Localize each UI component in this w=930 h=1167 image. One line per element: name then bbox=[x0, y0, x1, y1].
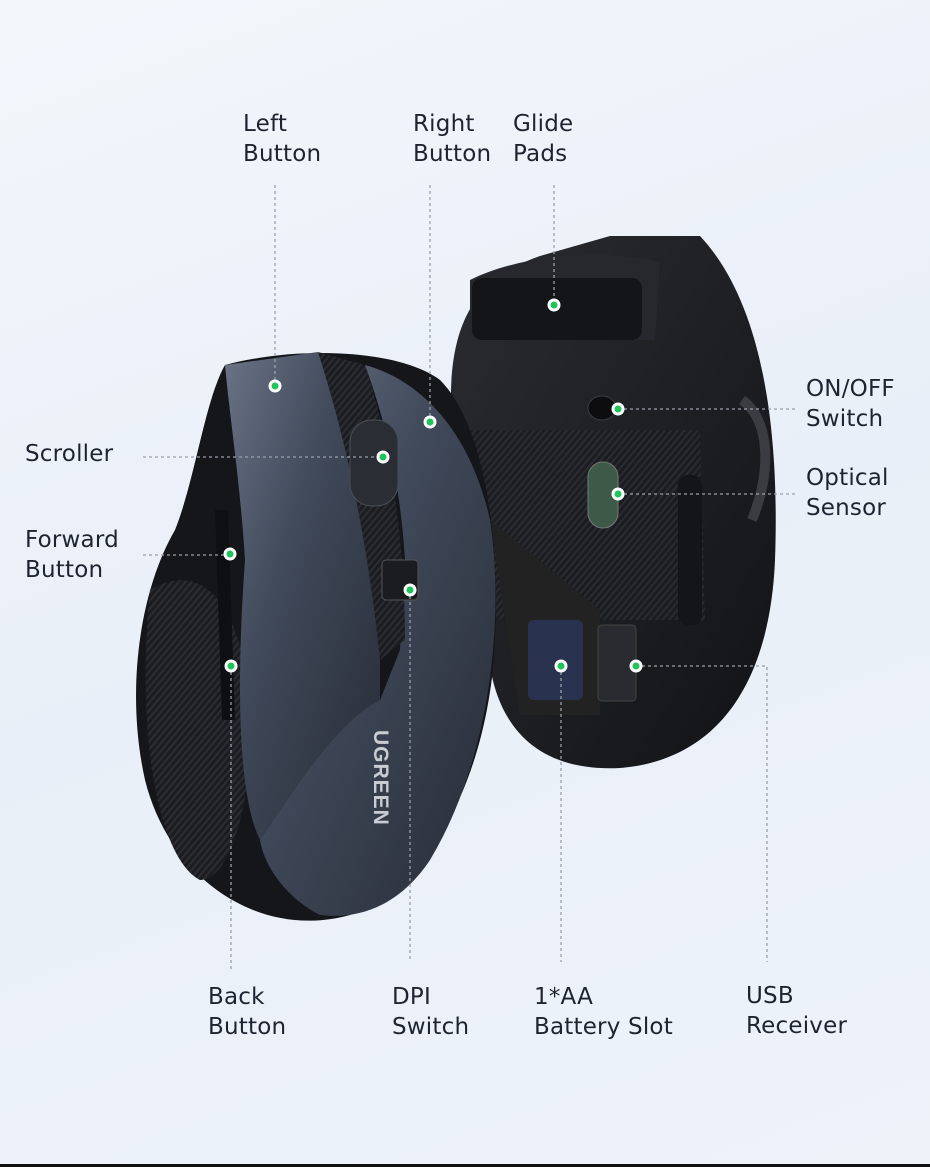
callout-dot-forward-button bbox=[223, 547, 237, 561]
callout-dot-battery-slot bbox=[554, 659, 568, 673]
brand-logo: UGREEN bbox=[369, 730, 392, 826]
callout-dot-right-button bbox=[423, 415, 437, 429]
mouse-top-view: UGREEN bbox=[136, 352, 496, 921]
label-right-button: Right Button bbox=[413, 111, 492, 167]
label-optical-sensor: Optical Sensor bbox=[806, 465, 889, 521]
bottom-border bbox=[0, 1164, 930, 1167]
mouse-underside bbox=[450, 236, 776, 769]
callout-dot-left-button bbox=[268, 379, 282, 393]
label-back-button: Back Button bbox=[208, 984, 287, 1040]
callout-dot-optical-sensor bbox=[611, 487, 625, 501]
label-dpi-switch: DPI Switch bbox=[392, 984, 470, 1040]
callout-dot-glide-pads bbox=[547, 298, 561, 312]
label-on-off-switch: ON/OFF Switch bbox=[806, 376, 895, 432]
callout-dot-usb-receiver bbox=[629, 659, 643, 673]
label-forward-button: Forward Button bbox=[25, 527, 119, 583]
label-scroller: Scroller bbox=[25, 441, 114, 467]
callout-dot-back-button bbox=[224, 659, 238, 673]
label-battery-slot: 1*AA Battery Slot bbox=[534, 984, 673, 1040]
callout-dot-dpi-switch bbox=[403, 583, 417, 597]
leader-lines bbox=[143, 185, 795, 972]
label-glide-pads: Glide Pads bbox=[513, 111, 574, 167]
callout-dot-on-off bbox=[611, 402, 625, 416]
label-usb-receiver: USB Receiver bbox=[746, 983, 848, 1039]
label-left-button: Left Button bbox=[243, 111, 322, 167]
scroll-wheel bbox=[349, 419, 399, 507]
callout-dot-scroller bbox=[376, 450, 390, 464]
